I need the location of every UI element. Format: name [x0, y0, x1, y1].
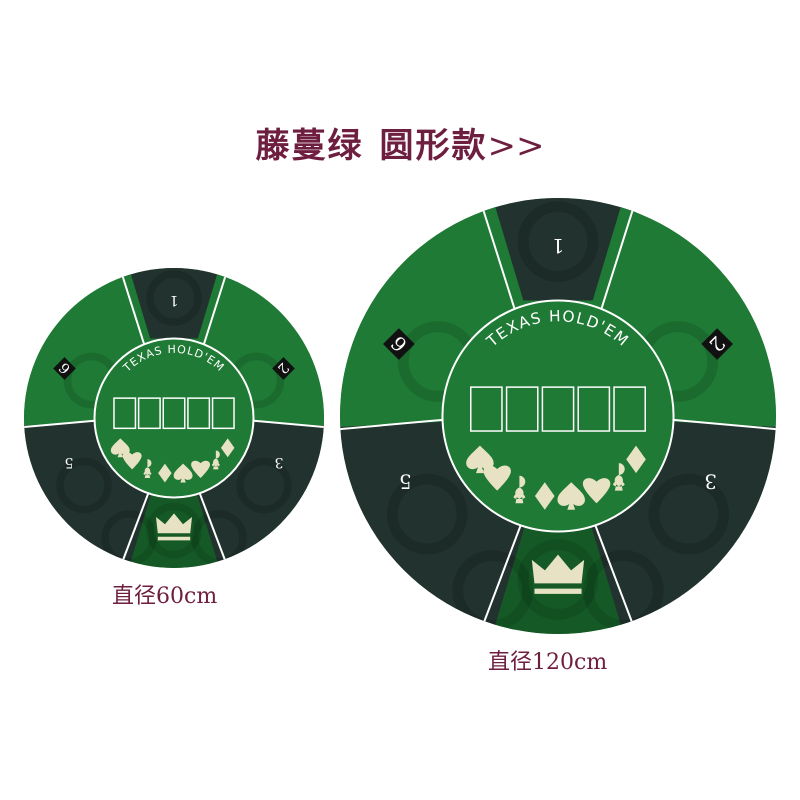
card-box	[113, 397, 137, 430]
card-box	[541, 386, 575, 432]
crown-icon	[531, 554, 585, 594]
seat-zone-1	[120, 268, 228, 339]
center-table-circle	[93, 337, 255, 499]
headline-color-name: 藤蔓绿	[255, 126, 364, 166]
seat-number-3: 3	[704, 469, 716, 492]
spade-icon	[173, 463, 193, 483]
seat-divider	[253, 419, 324, 428]
card-box	[137, 397, 161, 430]
heart-icon	[483, 465, 511, 491]
card-box	[613, 386, 646, 432]
seat-divider	[600, 198, 638, 311]
pattern-swirl	[146, 502, 202, 559]
seat-divider	[478, 198, 516, 311]
seat-number-1: 1	[552, 234, 564, 257]
heart-icon	[122, 452, 142, 470]
club-icon	[143, 459, 152, 479]
card-box	[211, 397, 235, 430]
seat-number-5: 5	[399, 469, 411, 492]
seat-number-badge	[701, 328, 733, 360]
seat-divider	[24, 419, 95, 428]
heart-icon	[582, 478, 611, 504]
seat-number-3: 3	[275, 454, 284, 470]
seat-number-5: 5	[65, 454, 74, 470]
crown-icon	[156, 513, 192, 541]
seat-number-text: 5	[65, 454, 74, 470]
seat-divider	[673, 418, 776, 431]
seat-number-text: 1	[552, 234, 564, 257]
card-box	[505, 386, 539, 432]
caption-small: 直径60cm	[112, 584, 218, 609]
heart-icon	[191, 460, 211, 479]
center-table-circle	[441, 299, 675, 533]
headline: 藤蔓绿圆形款>>	[0, 118, 800, 167]
diamond-icon	[534, 482, 555, 510]
seat-divider	[119, 489, 151, 568]
seat-number-text: 5	[399, 469, 411, 492]
diamond-icon	[220, 438, 235, 458]
card-box	[187, 397, 211, 430]
seat-divider	[592, 519, 638, 634]
club-icon	[211, 450, 220, 470]
diamond-icon	[626, 445, 646, 474]
headline-shape-name: 圆形款	[379, 126, 488, 166]
club-icon	[612, 463, 625, 491]
seat-divider	[340, 418, 443, 431]
seat-zone-1	[479, 198, 637, 301]
card-box	[162, 397, 186, 430]
seat-number-badge	[383, 328, 415, 360]
seat-number-text: 1	[170, 292, 179, 308]
seat-zone-4	[479, 416, 637, 634]
seat-number-text: 3	[704, 469, 716, 492]
seat-divider	[119, 268, 146, 346]
pattern-swirl	[386, 473, 468, 555]
pattern-swirl	[517, 539, 599, 620]
headline-arrows: >>	[487, 126, 545, 166]
seat-number-1: 1	[170, 292, 179, 308]
pattern-swirl	[517, 201, 599, 282]
seat-divider	[478, 519, 524, 634]
pattern-swirl	[648, 473, 730, 555]
pattern-swirl	[146, 270, 202, 326]
seat-number-2: 2	[701, 328, 733, 360]
pattern-swirl	[236, 457, 292, 514]
seat-divider	[197, 489, 229, 568]
pattern-swirl	[56, 457, 112, 514]
diamond-icon	[158, 463, 172, 483]
seat-number-text: 3	[275, 454, 284, 470]
caption-large: 直径120cm	[488, 650, 608, 675]
seat-divider	[202, 268, 229, 346]
card-box	[470, 386, 503, 432]
spade-icon	[557, 482, 585, 510]
card-box	[577, 386, 611, 432]
seat-zone-4	[120, 418, 228, 568]
club-icon	[513, 475, 526, 504]
